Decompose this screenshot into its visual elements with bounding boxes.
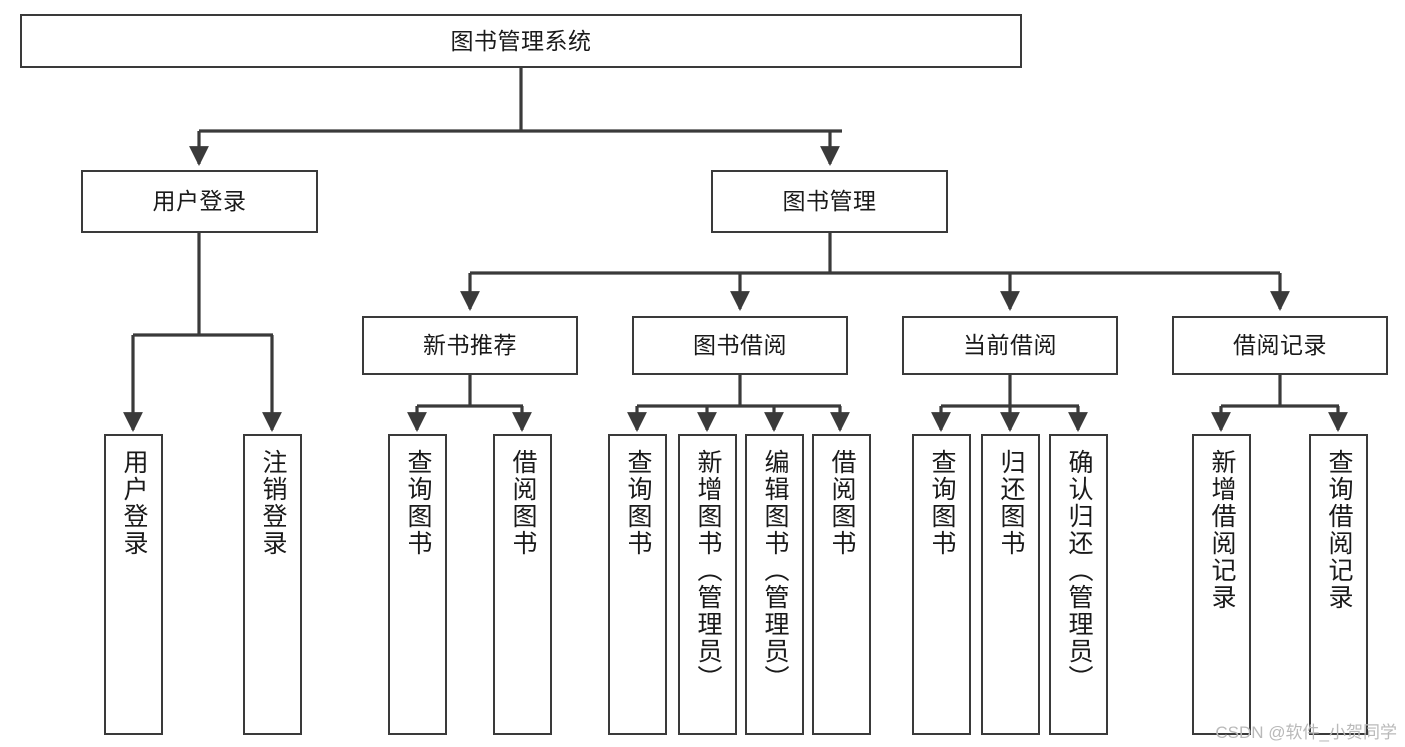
node-root-system[interactable]: 图书管理系统 <box>20 14 1022 68</box>
node-label: 用户登录 <box>120 449 148 557</box>
node-book-borrow[interactable]: 图书借阅 <box>632 316 848 375</box>
node-label: 图书管理系统 <box>450 27 592 54</box>
csdn-watermark: CSDN @软件_小贺同学 <box>1215 723 1397 742</box>
leaf-borrow-book[interactable]: 借阅图书 <box>812 434 871 735</box>
leaf-query-book-borrow[interactable]: 查询图书 <box>608 434 667 735</box>
node-label: 借阅记录 <box>1233 332 1327 359</box>
node-borrow-record[interactable]: 借阅记录 <box>1172 316 1388 375</box>
node-label: 借阅图书 <box>509 449 537 557</box>
node-label: 归还图书 <box>997 449 1025 557</box>
node-user-login[interactable]: 用户登录 <box>81 170 318 233</box>
node-label: 图书管理 <box>782 188 877 215</box>
node-new-book-recommend[interactable]: 新书推荐 <box>362 316 578 375</box>
leaf-add-borrow-record[interactable]: 新增借阅记录 <box>1192 434 1251 735</box>
node-label: 确认归还（管理员） <box>1065 449 1093 692</box>
node-label: 编辑图书（管理员） <box>761 449 789 692</box>
leaf-confirm-return-admin[interactable]: 确认归还（管理员） <box>1049 434 1108 735</box>
leaf-return-book[interactable]: 归还图书 <box>981 434 1040 735</box>
leaf-logout[interactable]: 注销登录 <box>243 434 302 735</box>
node-label: 图书借阅 <box>693 332 787 359</box>
leaf-query-book-recommend[interactable]: 查询图书 <box>388 434 447 735</box>
node-label: 注销登录 <box>259 449 287 557</box>
node-label: 查询图书 <box>624 449 652 557</box>
leaf-edit-book-admin[interactable]: 编辑图书（管理员） <box>745 434 804 735</box>
node-label: 新书推荐 <box>423 332 517 359</box>
leaf-borrow-book-recommend[interactable]: 借阅图书 <box>493 434 552 735</box>
node-label: 新增图书（管理员） <box>694 449 722 692</box>
node-label: 新增借阅记录 <box>1208 449 1236 611</box>
node-book-management[interactable]: 图书管理 <box>711 170 948 233</box>
leaf-query-borrow-record[interactable]: 查询借阅记录 <box>1309 434 1368 735</box>
node-label: 查询借阅记录 <box>1325 449 1353 611</box>
node-label: 查询图书 <box>928 449 956 557</box>
node-current-borrow[interactable]: 当前借阅 <box>902 316 1118 375</box>
leaf-add-book-admin[interactable]: 新增图书（管理员） <box>678 434 737 735</box>
leaf-query-book-current[interactable]: 查询图书 <box>912 434 971 735</box>
node-label: 当前借阅 <box>963 332 1057 359</box>
leaf-user-login[interactable]: 用户登录 <box>104 434 163 735</box>
node-label: 查询图书 <box>404 449 432 557</box>
node-label: 用户登录 <box>152 188 247 215</box>
node-label: 借阅图书 <box>828 449 856 557</box>
